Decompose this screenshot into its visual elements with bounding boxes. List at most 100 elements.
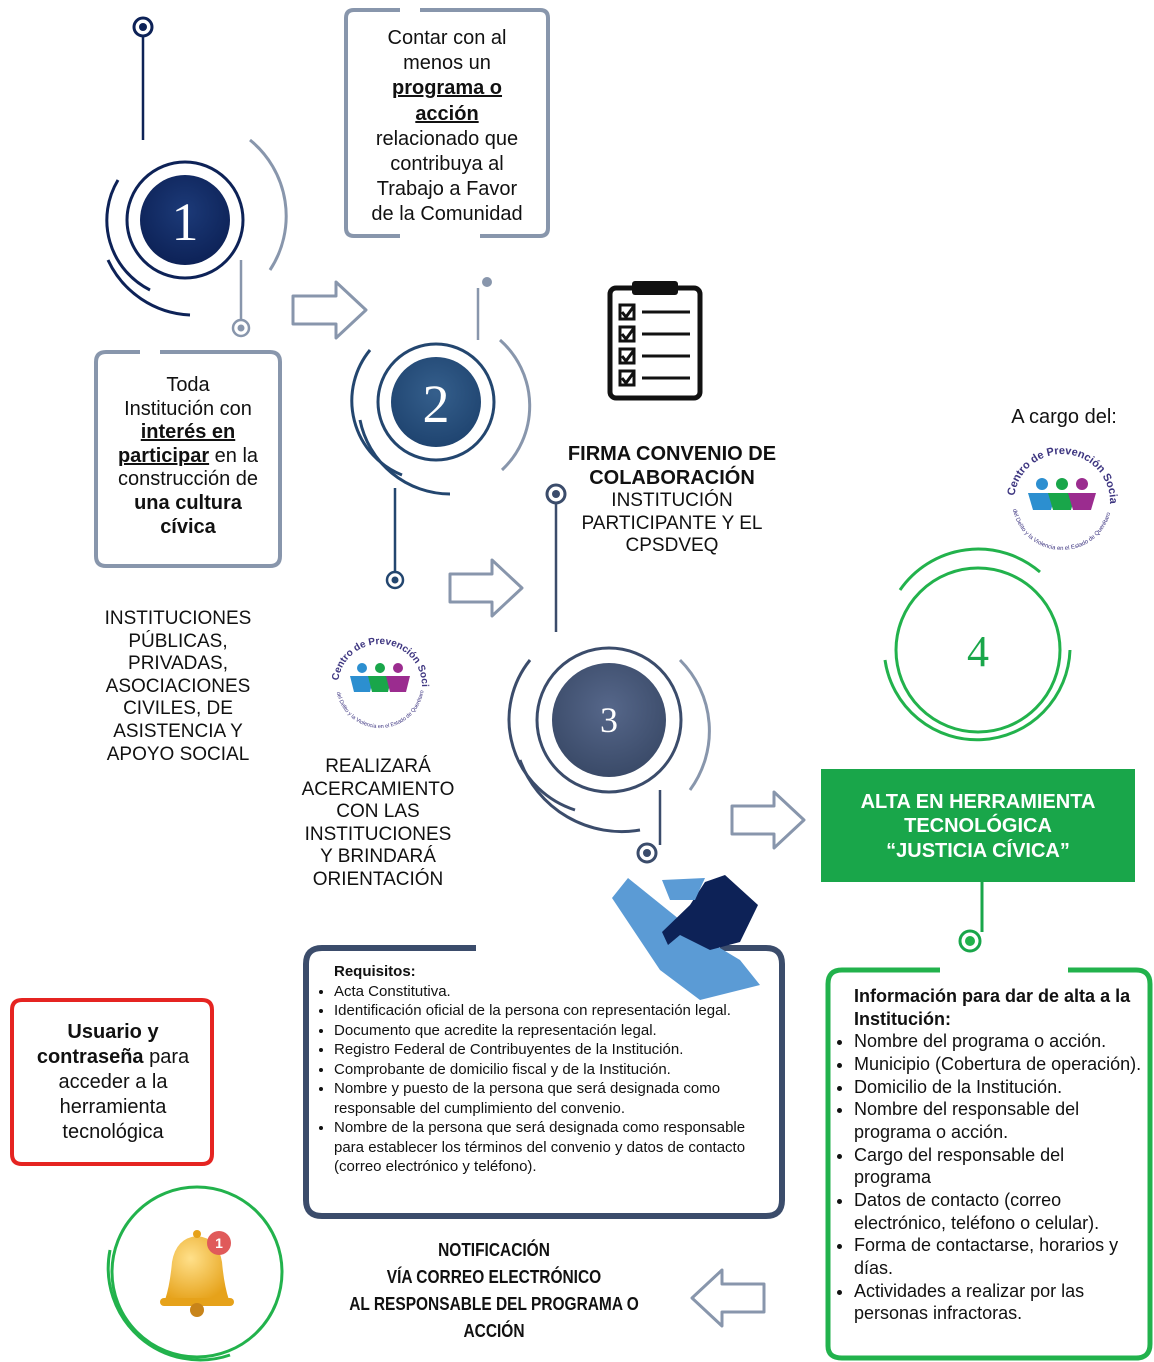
approach-line: REALIZARÁ [325,756,431,777]
step1-box-text: Toda Institución con interés en particip… [100,374,276,539]
institutions-line: ASISTENCIA Y [113,721,243,743]
info-content: Información para dar de alta a la Instit… [838,985,1142,1325]
requirements-list: Acta Constitutiva. Identificación oficia… [318,982,770,1177]
notification-text: NOTIFICACIÓN VÍA CORREO ELECTRÓNICO AL R… [327,1237,661,1345]
notification-badge: 1 [215,1235,223,1251]
a-cargo-label: A cargo del: [1011,406,1117,428]
requirement-item: Comprobante de domicilio fiscal y de la … [334,1060,770,1080]
requirement-item: Registro Federal de Contribuyentes de la… [334,1040,770,1060]
institutions-line: PÚBLICAS, [128,630,228,652]
firma-line: PARTICIPANTE Y EL [581,512,763,534]
cpsd-logo-2: Centro de Prevención Social del Delito y… [1002,434,1122,554]
approach-line: ORIENTACIÓN [312,869,444,891]
notification-line: NOTIFICACIÓN [438,1240,550,1260]
notification-line: AL RESPONSABLE DEL PROGRAMA O ACCIÓN [349,1294,639,1341]
step1-participar: participar [117,444,210,467]
requirement-item: Nombre de la persona que será designada … [334,1118,770,1177]
requirement-item: Acta Constitutiva. [334,982,770,1002]
institutions-line: PRIVADAS, [128,653,228,675]
approach-line: CON LAS [336,801,420,823]
step1-civica: cívica [160,515,216,538]
step2-box-text: Contar con al menos un programa o acción… [350,26,544,228]
step1-construccion: construcción de [117,468,259,491]
arrow-3-to-4 [730,790,806,850]
step2-circle [350,277,532,590]
info-title: Información para dar de alta a la Instit… [854,986,1131,1029]
step1-number: 1 [172,192,199,252]
info-item: Domicilio de la Institución. [854,1076,1142,1099]
approach-line: ACERCAMIENTO [301,778,455,800]
info-item: Forma de contactarse, horarios y días. [854,1234,1142,1279]
requirement-item: Identificación oficial de la persona con… [334,1001,770,1021]
user-box [10,998,214,1166]
step2-line: relacionado que [375,127,519,150]
handshake-icon [612,875,760,1000]
step1-interes: interés en [140,421,236,444]
user-line: acceder a la [58,1071,168,1093]
step1-circle [105,138,288,338]
alta-text: ALTA EN HERRAMIENTA TECNOLÓGICA “JUSTICI… [821,790,1135,863]
arrow-2-to-3 [448,558,524,618]
alta-line: “JUSTICIA CÍVICA” [886,839,1070,862]
firma-line: CPSDVEQ [625,535,719,556]
requirements-title: Requisitos: [334,963,416,980]
user-line: Usuario y [67,1021,159,1043]
firma-line: INSTITUCIÓN [611,490,733,512]
step3-number: 3 [600,700,618,740]
step2-box [344,8,550,238]
step1-connector-top [132,16,154,140]
institutions-line: APOYO SOCIAL [106,743,250,765]
requirements-content: Requisitos: Acta Constitutiva. Identific… [318,962,770,1177]
info-box [825,967,1153,1361]
requirement-item: Documento que acredite la representación… [334,1021,770,1041]
bell-icon [160,1230,234,1317]
user-line: tecnológica [62,1121,164,1143]
step4-circle [883,547,1072,953]
alta-line: ALTA EN HERRAMIENTA [860,791,1096,813]
institutions-line: CIVILES, DE [123,698,233,720]
institutions-text: INSTITUCIONES PÚBLICAS, PRIVADAS, ASOCIA… [78,608,278,766]
step2-accion: acción [415,102,479,125]
info-item: Municipio (Cobertura de operación). [854,1053,1142,1076]
firma-title: COLABORACIÓN [589,466,755,489]
step2-line: de la Comunidad [371,203,523,226]
step3-circle [507,483,711,864]
step2-line: contribuya al [390,152,504,175]
step1-en-la: en la [209,444,259,467]
info-item: Nombre del programa o acción. [854,1030,1142,1053]
alta-green-box [821,769,1135,882]
approach-line: INSTITUCIONES [304,823,452,845]
alta-line: TECNOLÓGICA [904,815,1052,838]
institutions-line: INSTITUCIONES [104,608,252,629]
cpsd-logo-1: Centro de Prevención Social del Delito y… [328,626,432,730]
requirements-box [303,945,785,1219]
clipboard-icon [607,281,703,401]
step1-line-1: Toda [166,374,210,396]
info-item: Nombre del responsable del programa o ac… [854,1098,1142,1143]
arrow-notification [690,1268,766,1328]
step2-line: Contar con al [387,27,507,49]
step2-programa: programa o [391,77,503,100]
bell-circle [106,1185,284,1362]
info-item: Cargo del responsable del programa [854,1144,1142,1189]
user-contrasena: contraseña [36,1046,144,1068]
info-item: Actividades a realizar por las personas … [854,1280,1142,1325]
notification-line: VÍA CORREO ELECTRÓNICO [386,1267,602,1287]
info-item: Datos de contacto (correo electrónico, t… [854,1189,1142,1234]
step2-number: 2 [423,374,450,434]
step2-line: menos un [403,52,491,75]
step1-cultura: una cultura [134,491,242,514]
approach-text: REALIZARÁ ACERCAMIENTO CON LAS INSTITUCI… [280,756,476,892]
approach-line: Y BRINDARÁ [320,846,436,868]
user-para: para [143,1046,190,1068]
step1-box [94,350,282,568]
user-line: herramienta [59,1096,167,1118]
info-list: Nombre del programa o acción. Municipio … [838,1030,1142,1325]
firma-convenio-text: FIRMA CONVENIO DE COLABORACIÓN INSTITUCI… [540,443,804,557]
requirement-item: Nombre y puesto de la persona que será d… [334,1079,770,1118]
arrow-1-to-2 [291,280,368,340]
step4-number: 4 [967,627,989,676]
firma-title: FIRMA CONVENIO DE [567,443,777,465]
institutions-line: ASOCIACIONES [105,675,251,697]
